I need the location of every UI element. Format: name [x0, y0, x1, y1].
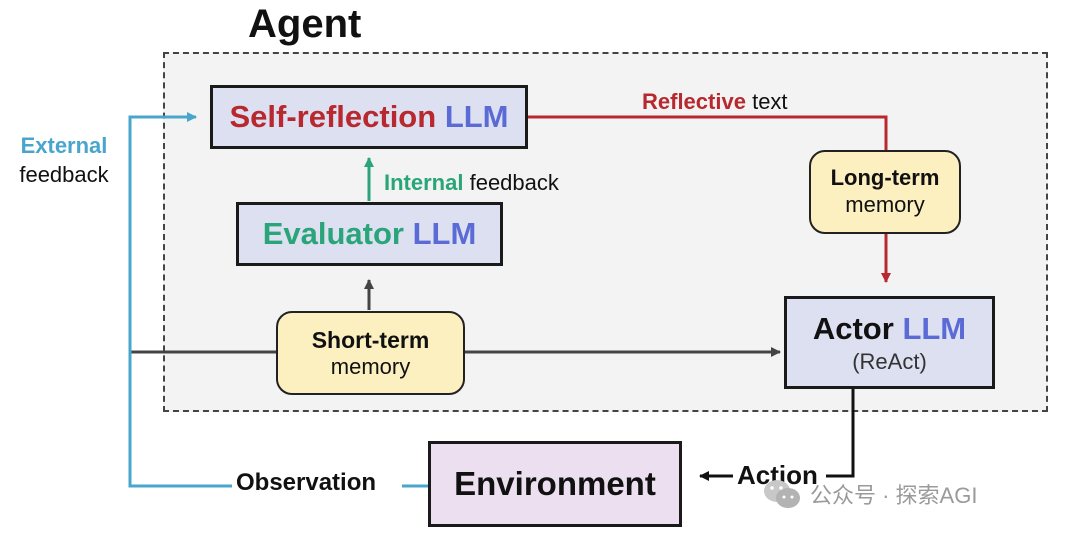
- internal-rest: feedback: [469, 170, 559, 195]
- long-term-memory-node: Long-term memory: [809, 150, 961, 234]
- watermark-text: 公众号 · 探索AGI: [810, 483, 978, 508]
- short-term-memory-sub: memory: [330, 353, 411, 379]
- evaluator-suffix: LLM: [412, 216, 477, 251]
- environment-node: Environment: [428, 441, 682, 527]
- actor-subtitle: (ReAct): [852, 348, 927, 374]
- short-term-memory-node: Short-term memory: [276, 311, 465, 395]
- environment-label: Environment: [454, 465, 656, 502]
- actor-suffix: LLM: [902, 310, 967, 346]
- wechat-icon: [764, 480, 800, 508]
- reflective-colored: Reflective: [642, 89, 746, 114]
- agent-title: Agent: [248, 2, 362, 46]
- internal-feedback-label: Internal feedback: [384, 170, 559, 196]
- evaluator-llm-node: Evaluator LLM: [236, 202, 503, 266]
- short-term-memory-title: Short-term: [311, 326, 430, 353]
- self-reflection-llm-node: Self-reflection LLM: [210, 85, 528, 149]
- actor-name: Actor: [812, 310, 894, 346]
- external-rest: feedback: [19, 161, 109, 187]
- reflective-rest: text: [752, 89, 788, 114]
- internal-colored: Internal: [384, 170, 464, 195]
- self-reflection-suffix: LLM: [444, 99, 509, 134]
- external-feedback-edge: [128, 117, 428, 488]
- actor-llm-node: Actor LLM (ReAct): [784, 296, 995, 389]
- long-term-memory-title: Long-term: [830, 165, 940, 191]
- reflective-edge: [528, 115, 888, 150]
- external-feedback-label: External feedback: [8, 132, 120, 189]
- evaluator-name: Evaluator: [262, 216, 404, 251]
- observation-label: Observation: [236, 469, 377, 496]
- watermark: 公众号 · 探索AGI: [762, 478, 977, 510]
- long-term-memory-sub: memory: [845, 192, 925, 217]
- external-colored: External: [20, 133, 108, 158]
- action-edge-line: [826, 389, 855, 478]
- self-reflection-name: Self-reflection: [229, 99, 437, 134]
- reflective-text-label: Reflective text: [642, 89, 788, 115]
